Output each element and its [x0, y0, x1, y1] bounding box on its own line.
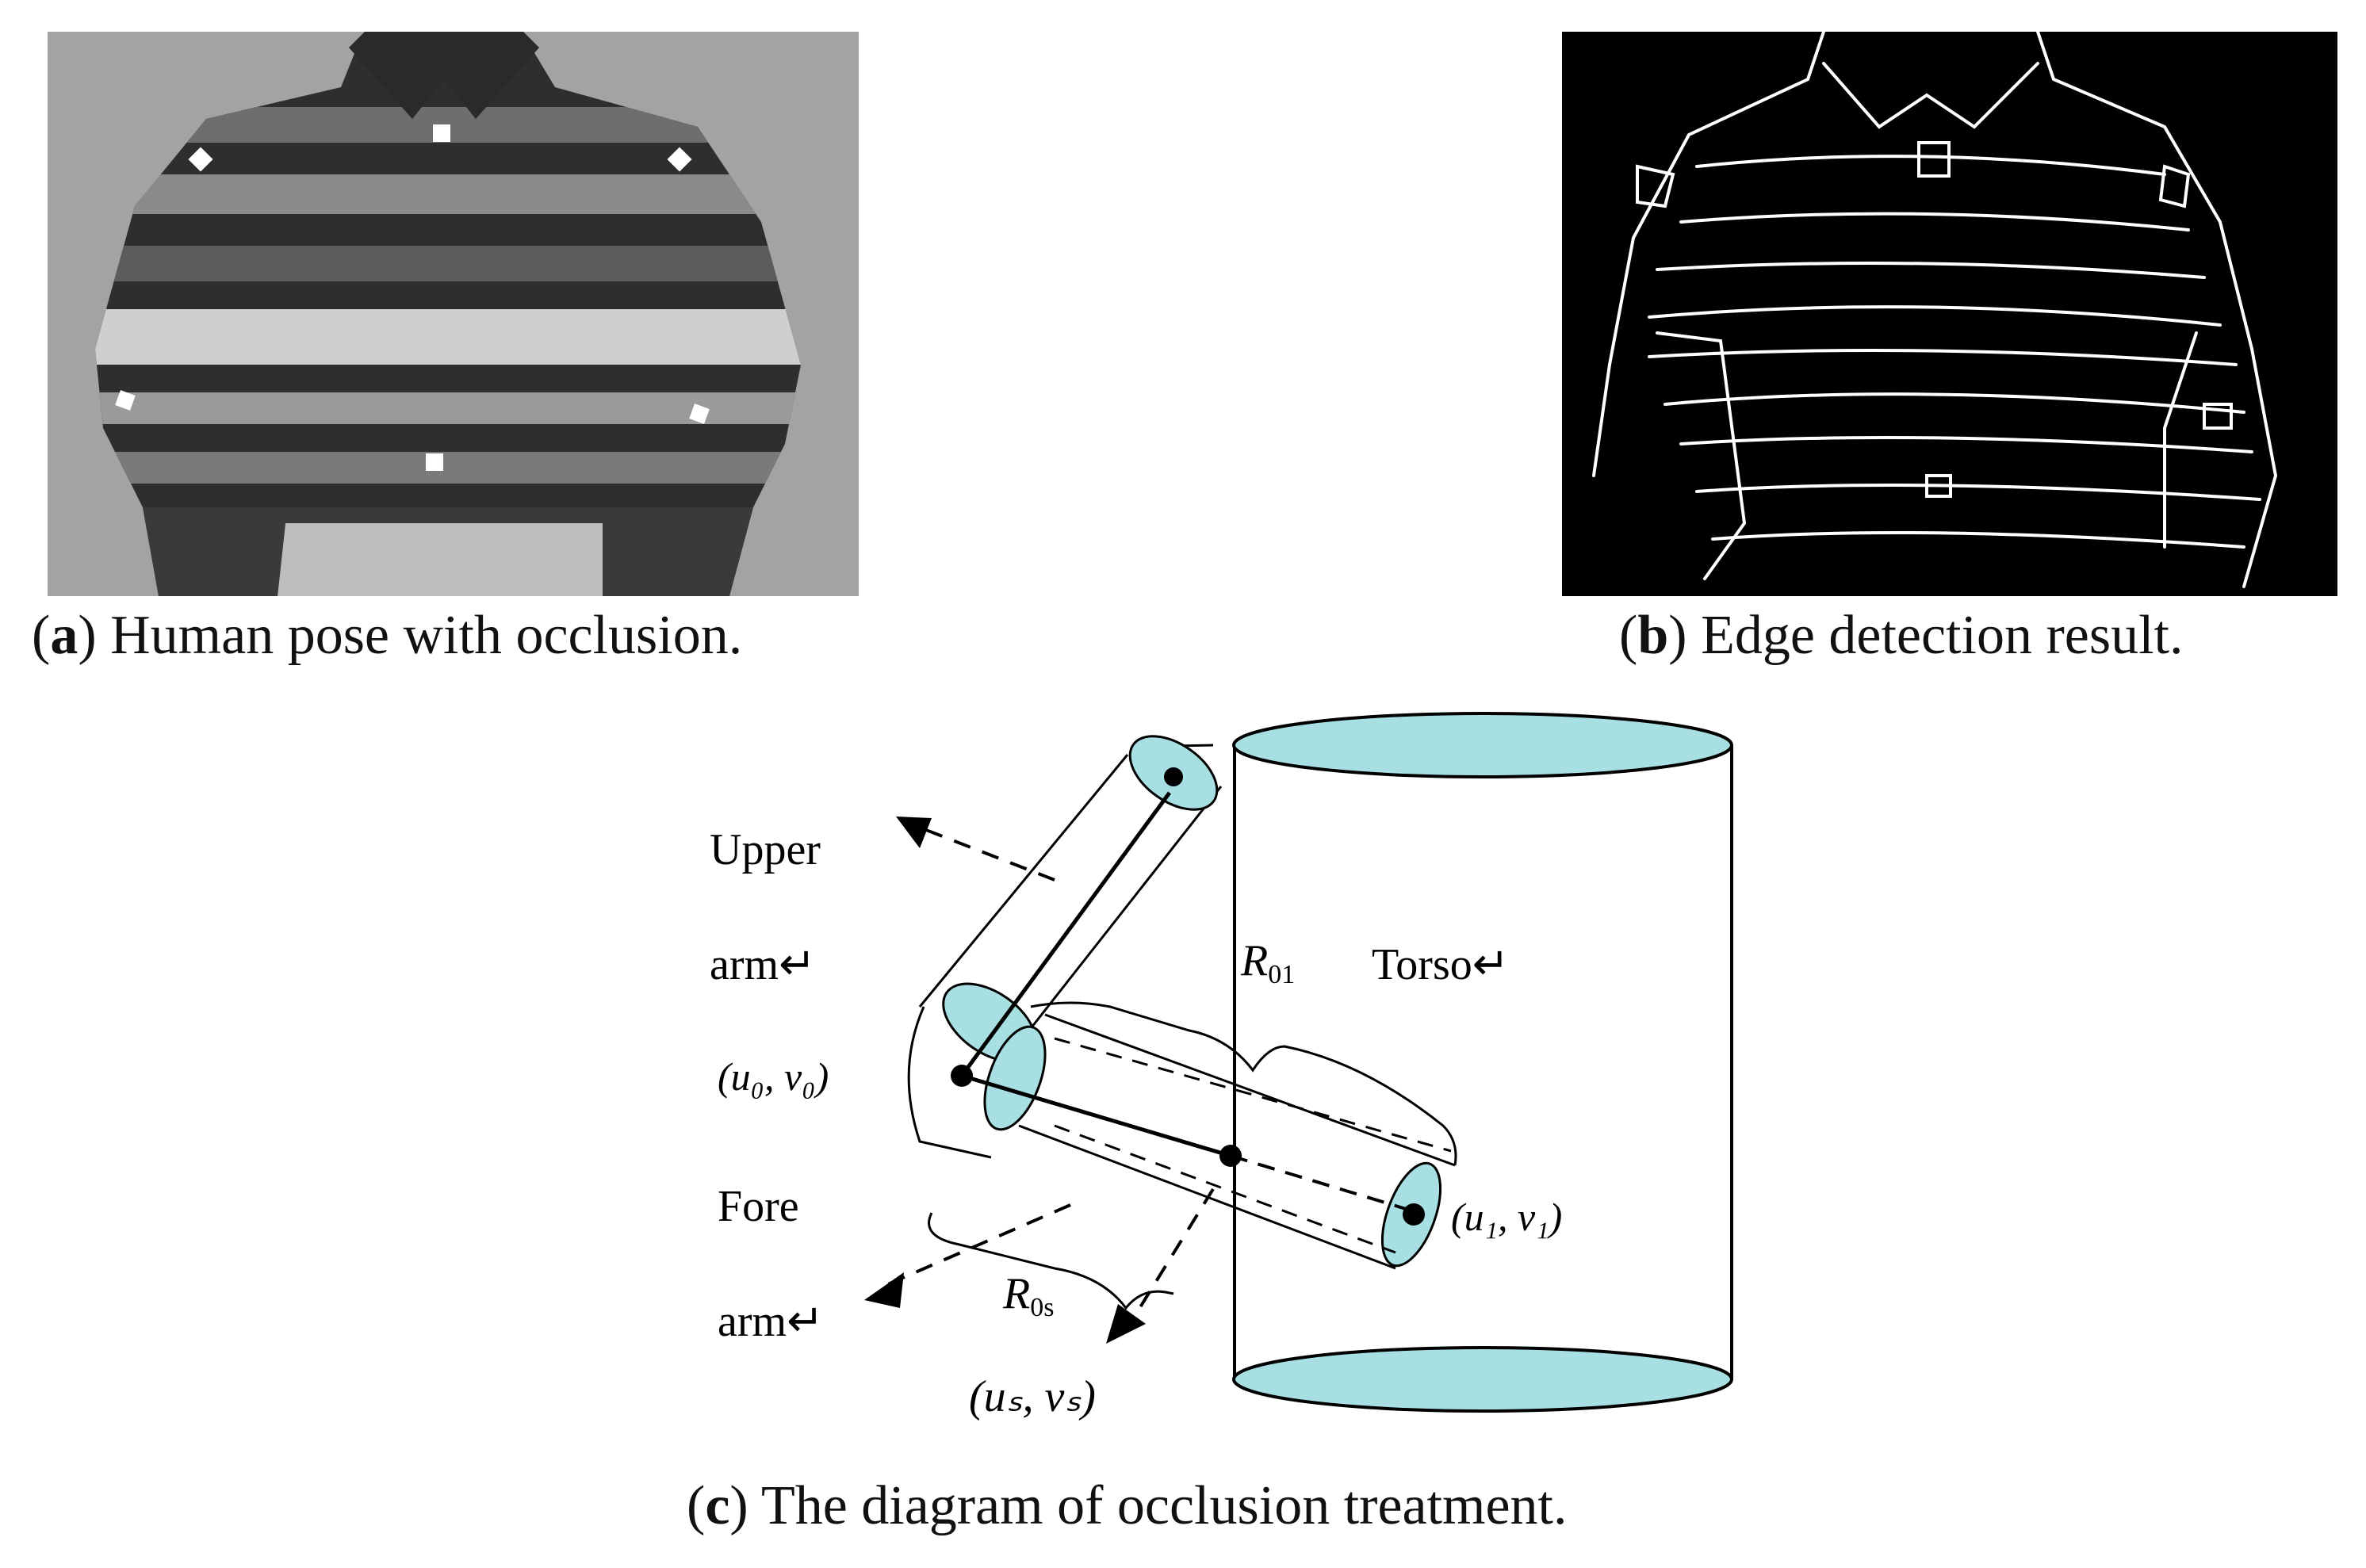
label-p1: (u₁, v₁)	[1451, 1195, 1562, 1239]
panel-b-caption: (b) Edge detection result.	[1619, 605, 2184, 666]
label-r0s: R0s	[1002, 1269, 1054, 1322]
label-upper-arm: arm↵	[710, 940, 816, 989]
edge-map-image	[1562, 30, 2337, 596]
brace-r01	[1030, 1001, 1457, 1166]
label-r0s-sub: 0s	[1030, 1293, 1054, 1322]
panel-a-caption: (a) Human pose with occlusion.	[32, 605, 743, 666]
person-photo-image	[48, 32, 859, 596]
label-r0s-main: R	[1002, 1269, 1030, 1318]
panel-c-caption: (c) The diagram of occlusion treatment.	[687, 1475, 1568, 1536]
label-fore-arm: arm↵	[718, 1297, 824, 1346]
panel-c-letter: c	[705, 1475, 730, 1536]
label-r01-sub: 01	[1268, 960, 1295, 989]
brace-r0s	[928, 1212, 1174, 1310]
arrowheads	[864, 817, 1146, 1344]
panel-b-edge-image	[1562, 30, 2337, 596]
panel-a-letter: a	[50, 605, 78, 666]
panel-b-caption-text: Edge detection result.	[1701, 605, 2184, 666]
occlusion-diagram: Upper arm↵ Fore arm↵ Torso↵ R01 R0s (u₀,…	[710, 712, 1733, 1421]
joint-points	[951, 767, 1425, 1226]
panel-c-diagram: Upper arm↵ Fore arm↵ Torso↵ R01 R0s (u₀,…	[0, 698, 2366, 1459]
panel-b-letter: b	[1637, 605, 1669, 666]
label-ps: (uₛ, vₛ)	[969, 1372, 1096, 1421]
upper-arm-cylinder	[918, 735, 1223, 1077]
panel-a-photo	[48, 32, 859, 596]
dashed-arrows	[887, 823, 1215, 1325]
label-torso: Torso↵	[1372, 940, 1510, 989]
label-r01: R01	[1240, 936, 1295, 989]
panel-c-caption-text: The diagram of occlusion treatment.	[760, 1475, 1568, 1536]
panel-a-caption-text: Human pose with occlusion.	[110, 605, 743, 666]
label-fore: Fore	[718, 1182, 799, 1231]
label-r01-main: R	[1240, 936, 1268, 985]
label-p0: (u₀, v₀)	[718, 1054, 829, 1099]
label-upper: Upper	[710, 825, 821, 874]
torso-cylinder	[1232, 712, 1733, 1413]
